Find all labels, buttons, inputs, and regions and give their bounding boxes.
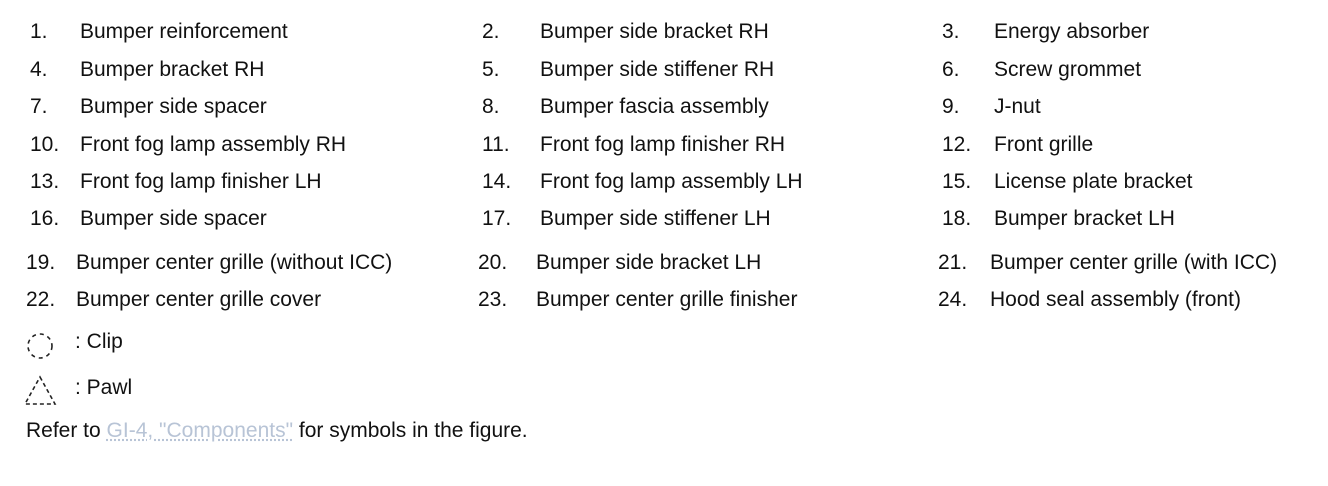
- item-label: Bumper center grille (with ICC): [990, 251, 1278, 274]
- item-label: Bumper side bracket LH: [536, 251, 762, 274]
- pawl-label: : Pawl: [75, 376, 133, 399]
- item-number: 15.: [942, 170, 972, 193]
- dashed-triangle-icon: [22, 374, 58, 414]
- item-label: Front fog lamp assembly RH: [80, 133, 347, 156]
- item-number: 6.: [942, 58, 960, 81]
- components-link[interactable]: GI-4, "Components": [106, 419, 294, 442]
- item-label: Bumper bracket LH: [994, 207, 1175, 230]
- item-number: 16.: [30, 207, 60, 230]
- item-label: Bumper side bracket RH: [540, 20, 769, 43]
- item-label: Energy absorber: [994, 20, 1150, 43]
- item-number: 18.: [942, 207, 972, 230]
- refer-suffix: for symbols in the figure.: [293, 419, 528, 442]
- item-label: Front fog lamp finisher RH: [540, 133, 786, 156]
- item-number: 13.: [30, 170, 60, 193]
- item-label: Front fog lamp assembly LH: [540, 170, 803, 193]
- item-label: Bumper bracket RH: [80, 58, 265, 81]
- item-label: Bumper center grille finisher: [536, 288, 798, 311]
- item-number: 10.: [30, 133, 60, 156]
- item-label: Front grille: [994, 133, 1094, 156]
- item-number: 23.: [478, 288, 508, 311]
- item-label: Bumper side spacer: [80, 95, 267, 118]
- item-label: Screw grommet: [994, 58, 1142, 81]
- item-label: License plate bracket: [994, 170, 1193, 193]
- clip-label: : Clip: [75, 330, 123, 353]
- dashed-circle-icon: [22, 330, 58, 368]
- item-number: 4.: [30, 58, 48, 81]
- item-label: Bumper reinforcement: [80, 20, 288, 43]
- item-number: 11.: [482, 133, 510, 156]
- item-number: 3.: [942, 20, 960, 43]
- item-label: Bumper side spacer: [80, 207, 267, 230]
- refer-note: Refer to GI-4, "Components" for symbols …: [26, 419, 528, 443]
- item-number: 12.: [942, 133, 972, 156]
- item-number: 7.: [30, 95, 48, 118]
- item-number: 2.: [482, 20, 500, 43]
- item-number: 22.: [26, 288, 56, 311]
- item-number: 24.: [938, 288, 968, 311]
- item-label: Bumper center grille cover: [76, 288, 322, 311]
- item-label: Front fog lamp finisher LH: [80, 170, 322, 193]
- item-label: Bumper fascia assembly: [540, 95, 769, 118]
- item-number: 9.: [942, 95, 960, 118]
- item-label: Bumper side stiffener RH: [540, 58, 775, 81]
- item-label: Hood seal assembly (front): [990, 288, 1241, 311]
- item-number: 21.: [938, 251, 968, 274]
- item-number: 1.: [30, 20, 48, 43]
- item-number: 17.: [482, 207, 512, 230]
- item-label: Bumper center grille (without ICC): [76, 251, 393, 274]
- item-number: 20.: [478, 251, 508, 274]
- item-number: 14.: [482, 170, 512, 193]
- item-number: 5.: [482, 58, 500, 81]
- item-number: 8.: [482, 95, 500, 118]
- item-label: J-nut: [994, 95, 1041, 118]
- item-label: Bumper side stiffener LH: [540, 207, 771, 230]
- item-number: 19.: [26, 251, 56, 274]
- refer-prefix: Refer to: [26, 419, 107, 442]
